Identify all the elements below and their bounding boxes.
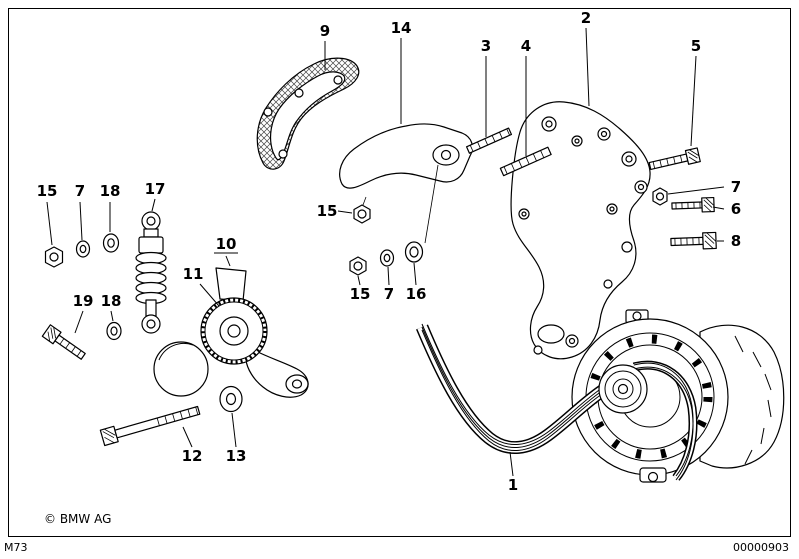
hex-bolt-19 bbox=[41, 324, 86, 360]
callout-leader-line bbox=[413, 262, 417, 286]
callout-label: 2 bbox=[581, 9, 591, 27]
callout-label: 4 bbox=[521, 37, 531, 55]
callout-label: 7 bbox=[384, 285, 394, 303]
callout-leader-line bbox=[74, 310, 84, 334]
stud-bolt-3 bbox=[465, 127, 513, 154]
hex-bolt-12 bbox=[99, 405, 201, 447]
callout-leader-line bbox=[199, 283, 220, 307]
nut-15-middle bbox=[349, 256, 367, 276]
callout-layer: 9 14 2 3 4 5 15 7 18 17 15 10 11 19 18 15 7 16 7 6 8 12 13 1 bbox=[37, 9, 742, 494]
callout-label: 15 bbox=[37, 182, 58, 200]
callout-label: 12 bbox=[182, 447, 203, 465]
washer-16 bbox=[404, 241, 424, 263]
callout-label: 13 bbox=[226, 447, 247, 465]
nut-15-left bbox=[44, 246, 64, 268]
gasket bbox=[256, 57, 360, 170]
callout-label: 6 bbox=[731, 200, 741, 218]
callout-leader-line bbox=[225, 255, 231, 267]
callout-label: 1 bbox=[508, 476, 518, 494]
callout-label: 15 bbox=[317, 202, 338, 220]
tensioner-assembly bbox=[153, 267, 309, 398]
callout-label: 5 bbox=[691, 37, 701, 55]
callout-leader-line bbox=[151, 198, 156, 212]
drive-belt-right-run bbox=[632, 360, 698, 481]
callout-leader-line bbox=[79, 201, 83, 241]
callout-label: 19 bbox=[73, 292, 94, 310]
callout-leader-line bbox=[387, 266, 390, 286]
callout-label: 10 bbox=[216, 235, 237, 253]
nut-7-right bbox=[652, 187, 668, 206]
upper-bracket bbox=[339, 123, 473, 244]
callout-leader-line bbox=[182, 426, 193, 448]
callout-leader-line bbox=[585, 27, 590, 107]
callout-leader-line bbox=[509, 451, 514, 477]
callout-label: 9 bbox=[320, 22, 330, 40]
callout-label: 15 bbox=[350, 285, 371, 303]
copyright-text: © BMW AG bbox=[44, 512, 111, 526]
washer-18-upper bbox=[102, 233, 120, 253]
stud-bolt-4 bbox=[499, 146, 552, 177]
washer-18-lower bbox=[106, 321, 122, 341]
vibration-damper bbox=[135, 211, 167, 334]
callout-leader-line bbox=[667, 186, 725, 195]
hex-bolt-6 bbox=[671, 196, 715, 213]
model-code-text: M73 bbox=[4, 541, 28, 554]
callout-label: 8 bbox=[731, 232, 741, 250]
callout-label: 7 bbox=[731, 178, 741, 196]
washer-13 bbox=[219, 385, 243, 413]
alternator-pulley bbox=[598, 364, 648, 414]
hex-bolt-5 bbox=[648, 147, 701, 171]
callout-leader-line bbox=[690, 55, 697, 147]
callout-leader-line bbox=[357, 275, 361, 286]
diagram-border bbox=[8, 8, 791, 537]
callout-label: 16 bbox=[406, 285, 427, 303]
callout-label: 17 bbox=[145, 180, 166, 198]
callout-leader-line bbox=[46, 201, 53, 246]
callout-leader-line bbox=[712, 206, 725, 210]
washer-7-middle bbox=[379, 249, 395, 267]
hex-bolt-8 bbox=[670, 231, 717, 250]
alternator-body bbox=[625, 309, 785, 469]
nut-15-upper-middle bbox=[353, 204, 371, 224]
callout-label: 14 bbox=[391, 19, 412, 37]
callout-label: 18 bbox=[101, 292, 122, 310]
drawing-number-text: 00000903 bbox=[733, 541, 789, 554]
callout-label: 18 bbox=[100, 182, 121, 200]
main-support-bracket bbox=[510, 101, 651, 360]
callout-leader-line bbox=[337, 210, 353, 214]
callout-label: 3 bbox=[481, 37, 491, 55]
washer-7-left bbox=[75, 240, 91, 258]
callout-leader-line bbox=[110, 310, 114, 322]
callout-label: 7 bbox=[75, 182, 85, 200]
callout-leader-line bbox=[231, 412, 237, 448]
callout-label: 11 bbox=[183, 265, 204, 283]
